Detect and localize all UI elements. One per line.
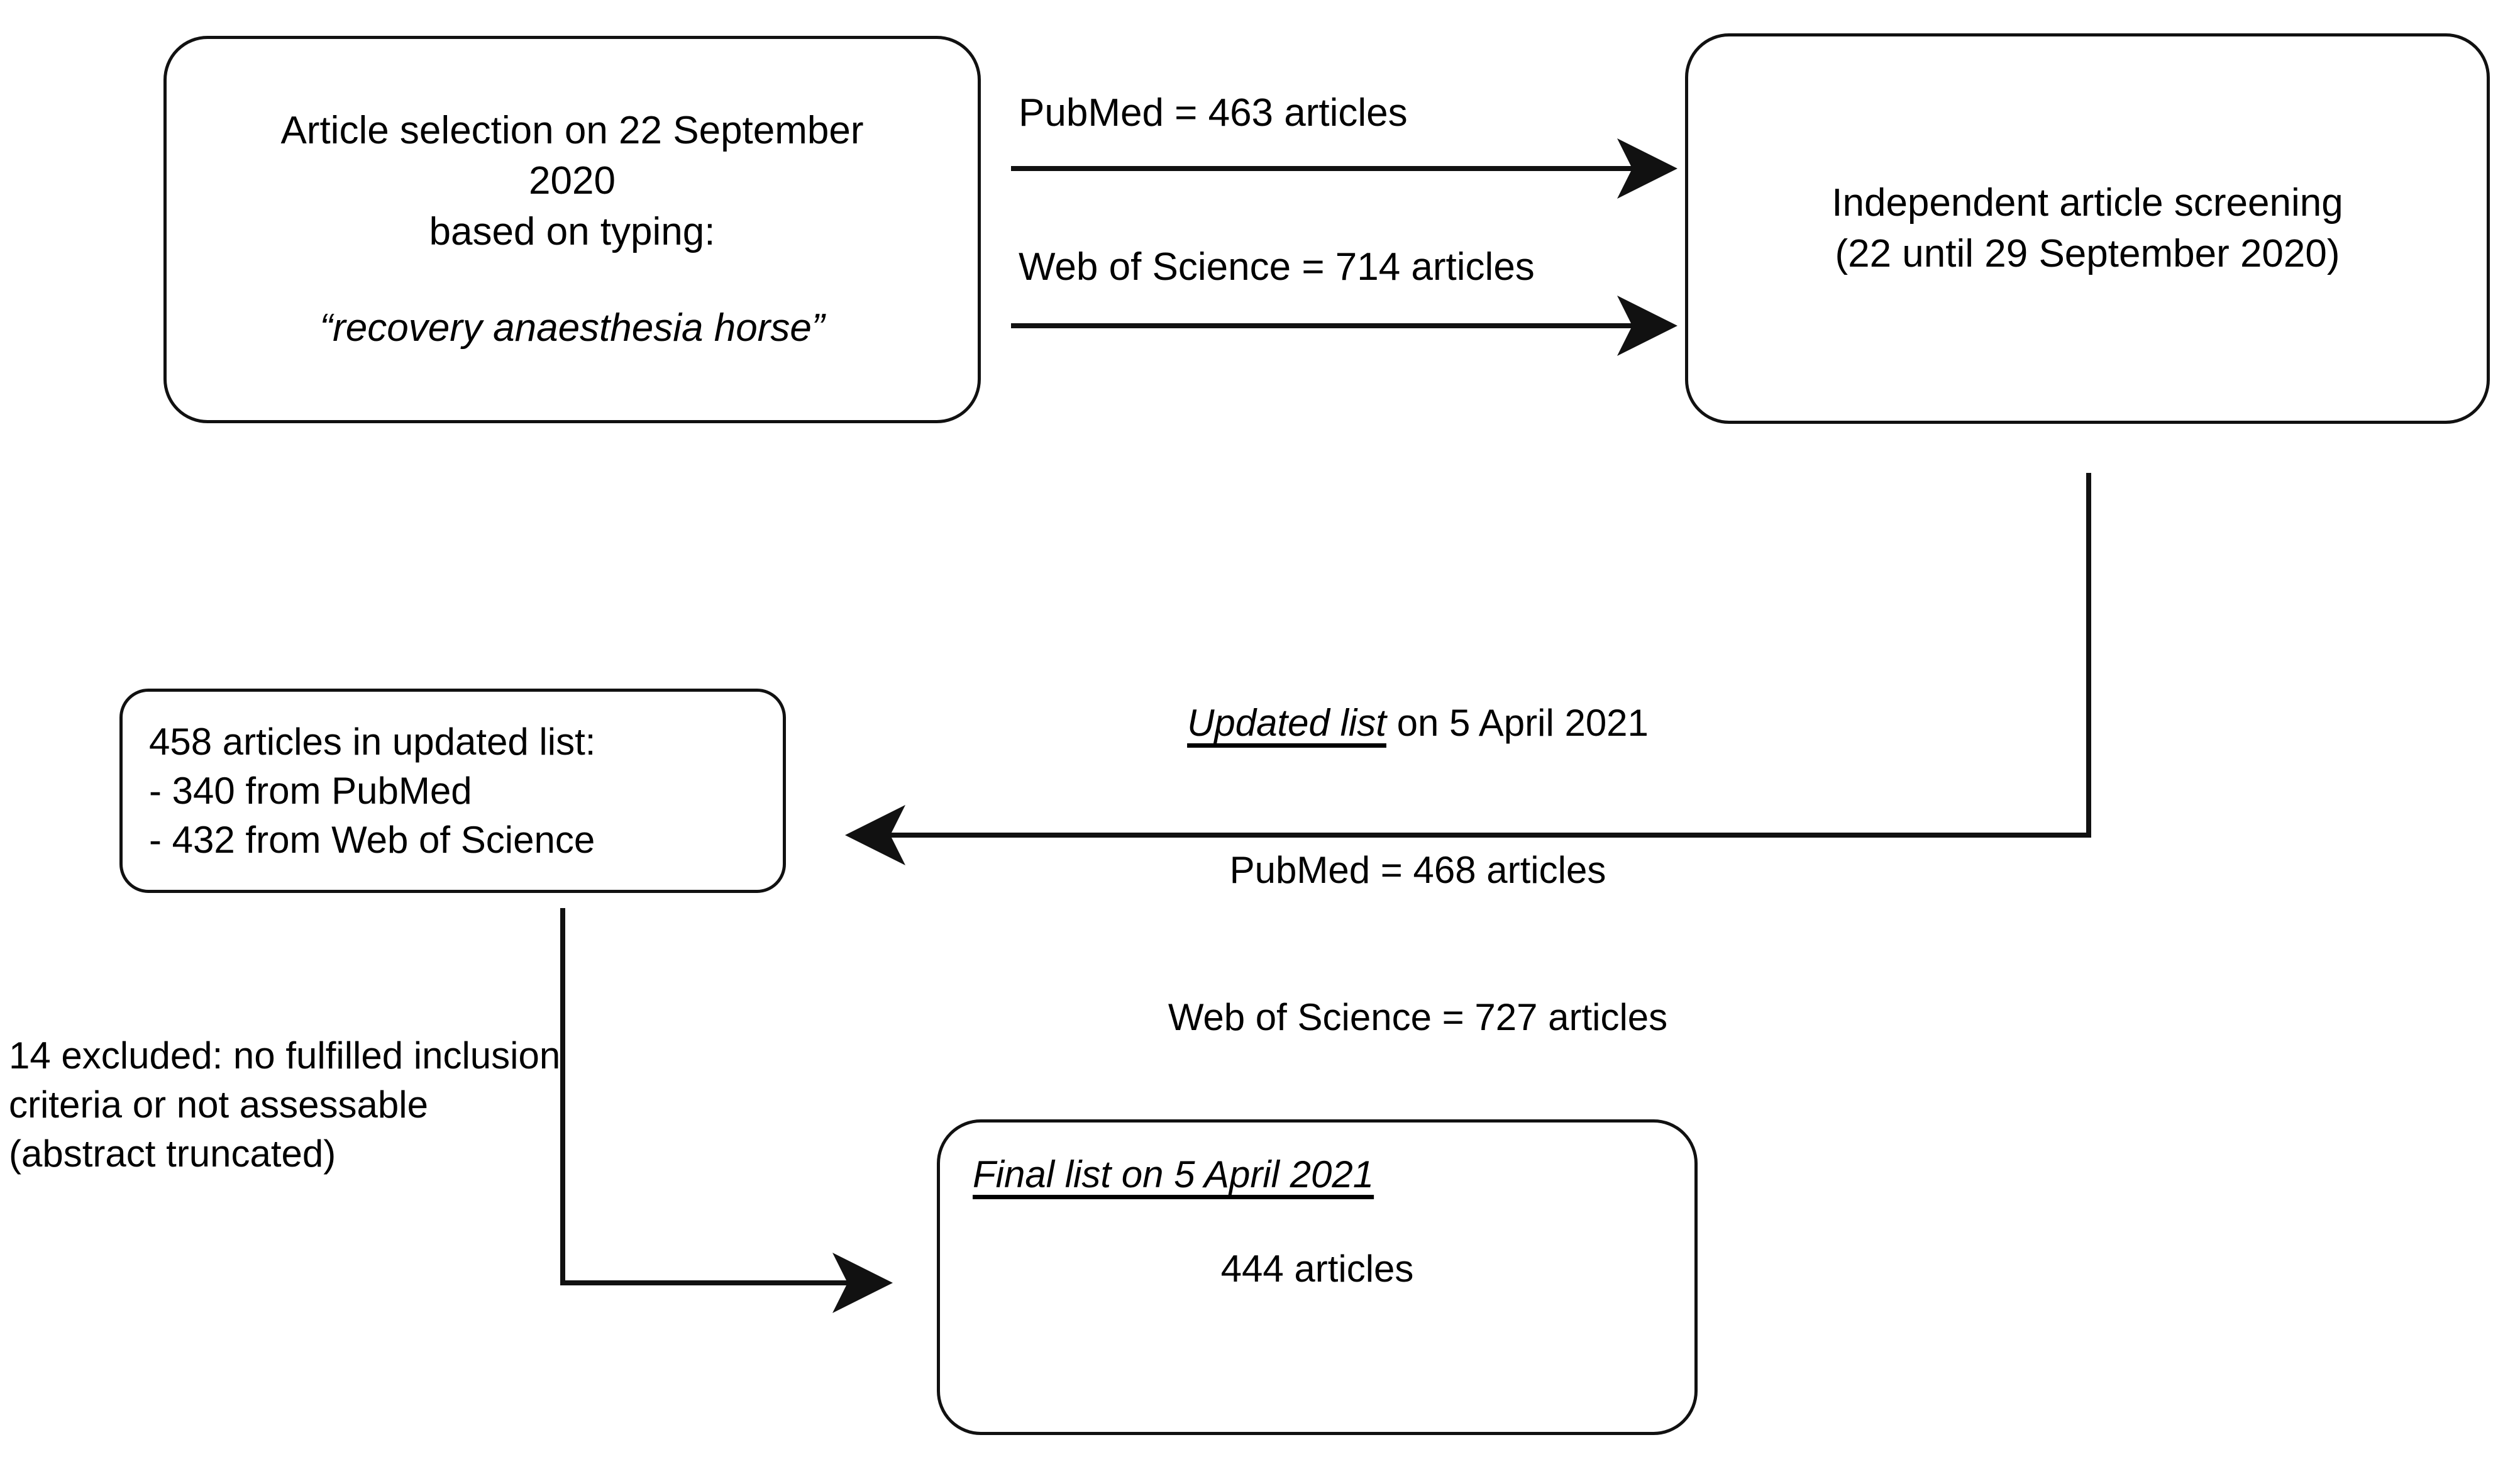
independent-screening-line-1: Independent article screening [1832, 180, 2343, 225]
updated-list-wos: Web of Science = 727 articles [1168, 996, 1668, 1038]
edge-label-pubmed-initial: PubMed = 463 articles [1019, 91, 1408, 135]
article-selection-query: “recovery anaesthesia horse” [319, 306, 825, 350]
article-selection-line-1: Article selection on 22 September [280, 108, 864, 152]
updated-list-line-1: 458 articles in updated list: [149, 720, 596, 763]
updated-list-line-2: - 340 from PubMed [149, 769, 472, 812]
node-independent-screening[interactable]: Independent article screening (22 until … [1685, 33, 2490, 424]
final-list-title: Final list on 5 April 2021 [973, 1153, 1374, 1195]
node-final-list[interactable]: Final list on 5 April 2021 444 articles [937, 1119, 1698, 1435]
article-selection-line-3: based on typing: [429, 210, 716, 253]
updated-list-pubmed: PubMed = 468 articles [1229, 849, 1606, 891]
annotation-excluded: 14 excluded: no fulfilled inclusion crit… [9, 1034, 561, 1175]
edge-label-wos-initial: Web of Science = 714 articles [1019, 245, 1535, 289]
article-selection-line-2: 2020 [529, 159, 616, 203]
final-list-count: 444 articles [1220, 1248, 1414, 1290]
node-article-selection[interactable]: Article selection on 22 September 2020 b… [163, 36, 981, 423]
arrow-updated-list-to-final-list [560, 908, 893, 1313]
updated-list-heading-emphasis: Updated list [1187, 702, 1386, 744]
updated-list-line-3: - 432 from Web of Science [149, 818, 595, 861]
edge-label-updated-list-block: Updated list on 5 April 2021 PubMed = 46… [1069, 601, 1767, 1140]
updated-list-heading: Updated list on 5 April 2021 [1069, 699, 1767, 748]
independent-screening-line-2: (22 until 29 September 2020) [1835, 231, 2340, 275]
updated-list-heading-suffix: on 5 April 2021 [1386, 702, 1649, 744]
node-updated-list[interactable]: 458 articles in updated list: - 340 from… [119, 689, 786, 893]
